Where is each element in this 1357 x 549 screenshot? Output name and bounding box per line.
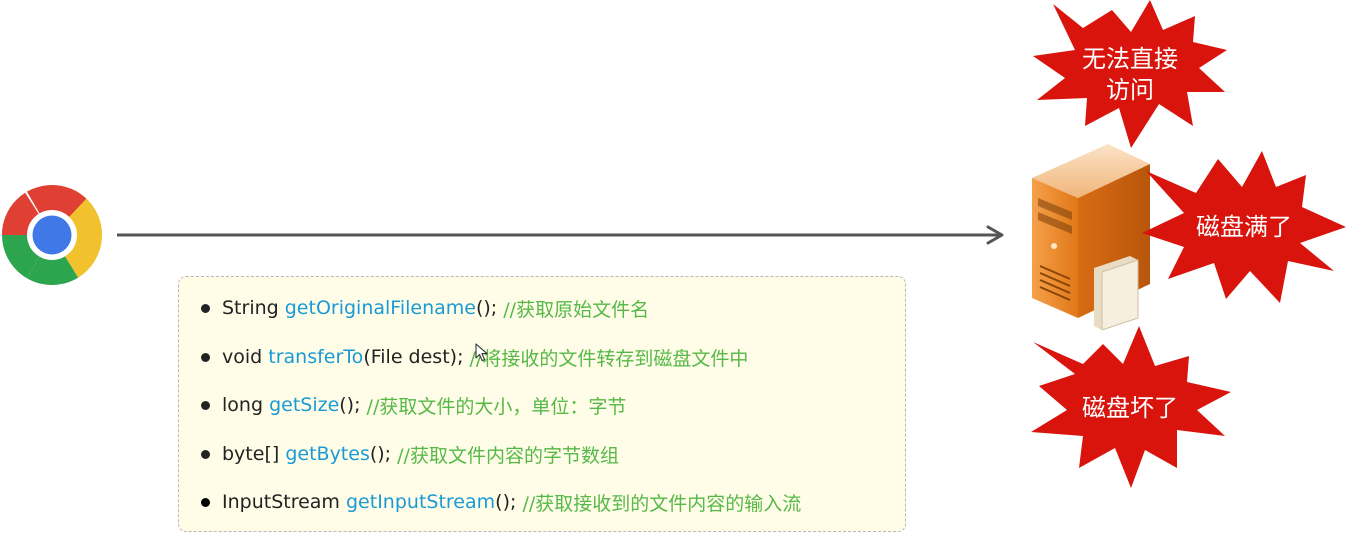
method-name: getInputStream — [346, 491, 496, 513]
burst-label-line-2: 访问 — [1106, 76, 1154, 104]
method-name: transferTo — [268, 346, 364, 368]
burst-shape — [1033, 0, 1227, 148]
bullet-icon — [201, 352, 210, 362]
method-return-type: InputStream — [222, 491, 340, 513]
method-return-type: void — [222, 346, 263, 368]
burst-label: 磁盘满了 — [1196, 212, 1292, 241]
method-name: getSize — [269, 394, 340, 416]
method-comment: //获取文件的大小，单位：字节 — [366, 395, 627, 418]
method-signature: (); — [475, 297, 498, 319]
method-item-get-original-filename: String getOriginalFilename(); //获取原始文件名 — [201, 294, 649, 322]
method-signature: (); — [339, 394, 361, 416]
method-item-get-size: long getSize(); //获取文件的大小，单位：字节 — [201, 391, 626, 419]
bullet-icon — [201, 449, 210, 459]
mouse-cursor-icon — [475, 343, 488, 362]
bullet-icon — [201, 400, 210, 410]
burst-shape — [1142, 151, 1346, 303]
method-comment: //获取原始文件名 — [503, 298, 650, 321]
method-item-transfer-to: void transferTo(File dest); //将接收的文件转存到磁… — [201, 343, 748, 371]
method-comment: //获取接收到的文件内容的输入流 — [522, 492, 802, 515]
request-arrow — [117, 225, 1004, 245]
bullet-icon — [201, 303, 210, 313]
method-signature: (File dest); — [363, 346, 464, 368]
burst-label-line-1: 无法直接 — [1082, 45, 1178, 73]
method-name: getOriginalFilename — [284, 297, 476, 319]
method-return-type: String — [222, 297, 279, 319]
method-signature: (); — [495, 491, 517, 513]
method-name: getBytes — [285, 443, 370, 465]
server-icon — [1032, 144, 1150, 330]
warning-burst-disk-full: 磁盘满了 — [1138, 147, 1350, 307]
method-return-type: byte[] — [222, 443, 280, 465]
warning-burst-no-direct-access: 无法直接 访问 — [1027, 0, 1233, 150]
chrome-logo-icon — [2, 185, 102, 285]
method-comment: //获取文件内容的字节数组 — [397, 444, 619, 467]
burst-shape — [1031, 326, 1231, 488]
method-item-get-bytes: byte[] getBytes(); //获取文件内容的字节数组 — [201, 440, 619, 468]
bullet-icon — [201, 497, 210, 507]
burst-label: 无法直接 访问 — [1075, 0, 1185, 150]
method-comment: //将接收的文件转存到磁盘文件中 — [469, 347, 749, 370]
method-return-type: long — [222, 394, 264, 416]
method-signature: (); — [369, 443, 392, 465]
method-list-box: String getOriginalFilename(); //获取原始文件名 … — [178, 276, 906, 532]
method-item-get-input-stream: InputStream getInputStream(); //获取接收到的文件… — [201, 488, 801, 516]
burst-label: 磁盘坏了 — [1082, 393, 1178, 422]
warning-burst-disk-broken: 磁盘坏了 — [1027, 326, 1233, 490]
